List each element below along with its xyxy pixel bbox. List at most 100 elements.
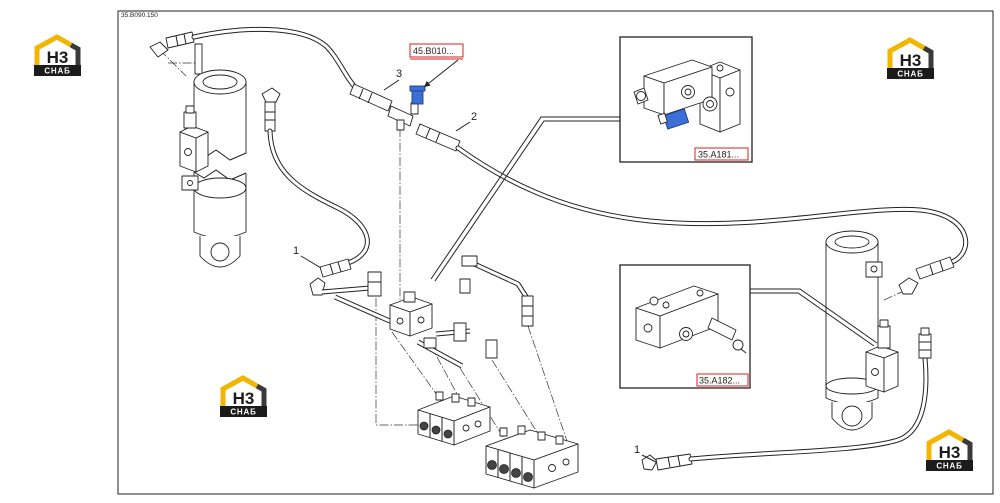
tube-core [321, 286, 371, 294]
item-number-hose-lower[interactable]: 1 [634, 444, 640, 456]
hose-crimp-fitting [264, 101, 276, 132]
centerline [375, 298, 430, 426]
solenoid-coil [877, 325, 891, 349]
solenoid-cap [879, 319, 889, 328]
item-leader [641, 454, 657, 463]
valve-block-side [883, 351, 899, 393]
hose-crimp-fitting [349, 83, 393, 112]
elbow-fitting [261, 87, 281, 103]
valve-port [643, 323, 653, 333]
adjust-knob [636, 91, 646, 101]
bolt-head [716, 64, 724, 72]
hose-core [689, 356, 928, 461]
valve-plug [725, 87, 735, 97]
cylinder-top-bore [834, 235, 870, 249]
fitting-stub [920, 327, 930, 336]
fitting-hex-line [522, 305, 533, 317]
side-port [462, 424, 470, 432]
logo-top-right: H3 СНАБ [887, 37, 934, 79]
logo-roof-yellow [34, 34, 73, 66]
control-valve-section-a [417, 391, 491, 446]
item-number-fitting[interactable]: 3 [396, 68, 402, 80]
inset-bottom-leader [750, 288, 878, 347]
valve-port [871, 368, 879, 376]
logo-mark: H3 [939, 443, 961, 462]
logo-mark: H3 [900, 51, 922, 70]
cylinder-top-bore [202, 74, 238, 90]
hose-crimp-fitting [165, 31, 195, 49]
valve-block-side [195, 131, 209, 173]
logo-caption: СНАБ [230, 408, 256, 417]
valve-port-bore [706, 100, 714, 108]
hose-crimp-fitting [915, 256, 955, 280]
spool-knob [431, 425, 441, 435]
port-fitting [537, 431, 546, 441]
logo-bottom-right: H3 СНАБ [926, 429, 973, 471]
drawing-frame [117, 10, 994, 495]
solenoid-connector [657, 112, 668, 125]
hose-crimp-fitting [655, 453, 693, 471]
cylinder-clevis-hole [210, 242, 230, 262]
valve-body-tall-side [719, 69, 741, 133]
hose-1-lower-assembly [641, 327, 932, 471]
logo-roof-yellow [220, 375, 259, 407]
tee-stub-down [396, 119, 405, 131]
bolt-head [696, 289, 704, 297]
item-number-hose-left[interactable]: 1 [293, 245, 299, 257]
callout-link-b010[interactable]: 45.B010... [413, 46, 454, 56]
valve-port-bore [682, 330, 690, 338]
logo-caption: СНАБ [897, 70, 923, 79]
drawing-id-label: 35.B090.150 [121, 12, 158, 19]
side-port [474, 420, 482, 428]
callout-link-a181[interactable]: 35.A181... [698, 150, 739, 160]
cylinder-clevis-hole [841, 405, 863, 427]
logo-wall-dark [69, 42, 81, 66]
valve-port-bore [684, 88, 692, 96]
hose-crimp-fitting [918, 333, 932, 359]
section-divider [429, 414, 443, 441]
crimp-ridge [667, 455, 681, 468]
elbow-fitting [459, 278, 471, 294]
valve-section-side [453, 406, 491, 446]
logo-caption: СНАБ [44, 67, 70, 76]
item-number-hose-upper[interactable]: 2 [471, 111, 477, 123]
crimp-ridge [329, 261, 342, 275]
callout-box-a182[interactable] [696, 373, 749, 387]
callout-link-a182[interactable]: 35.A182... [699, 376, 740, 386]
spool-knob [487, 460, 497, 470]
logo-top-left: H3 СНАБ [34, 34, 81, 76]
logo-roof-yellow [926, 429, 965, 461]
central-valve-block [389, 291, 433, 337]
inset-valve-bottom [619, 264, 751, 389]
crimp-ridge [265, 111, 275, 121]
logo-wall-dark [961, 437, 973, 461]
section-divider [497, 450, 523, 485]
tee-fitting [387, 105, 414, 127]
solenoid-coil [403, 291, 416, 303]
crimp-ridge [919, 341, 931, 351]
crimp-ridge [929, 260, 944, 276]
hose-2-assembly [415, 123, 969, 295]
tube-core [334, 295, 393, 324]
side-port [548, 464, 556, 472]
callout-box-b010[interactable] [409, 43, 464, 58]
callout-box-a181[interactable] [694, 147, 749, 161]
spool-knob [523, 472, 533, 482]
hose-core [268, 129, 369, 265]
port-fitting [499, 427, 508, 437]
elbow-fitting [898, 277, 919, 295]
tee-fitting [423, 337, 437, 349]
bracket-bolt [187, 180, 193, 186]
cartridge-knob [732, 339, 744, 351]
logo-caption-bar [220, 406, 267, 417]
logo-mark: H3 [47, 48, 69, 67]
port-bolt [870, 265, 878, 273]
tee-fitting [485, 339, 498, 359]
elbow-fitting [149, 41, 169, 58]
hose-core [456, 146, 968, 264]
port-fitting [555, 435, 564, 445]
right-cylinder-valve-block [865, 319, 899, 393]
cylinder-break-line-bottom [193, 169, 247, 181]
left-cylinder-valve-block [179, 105, 209, 191]
